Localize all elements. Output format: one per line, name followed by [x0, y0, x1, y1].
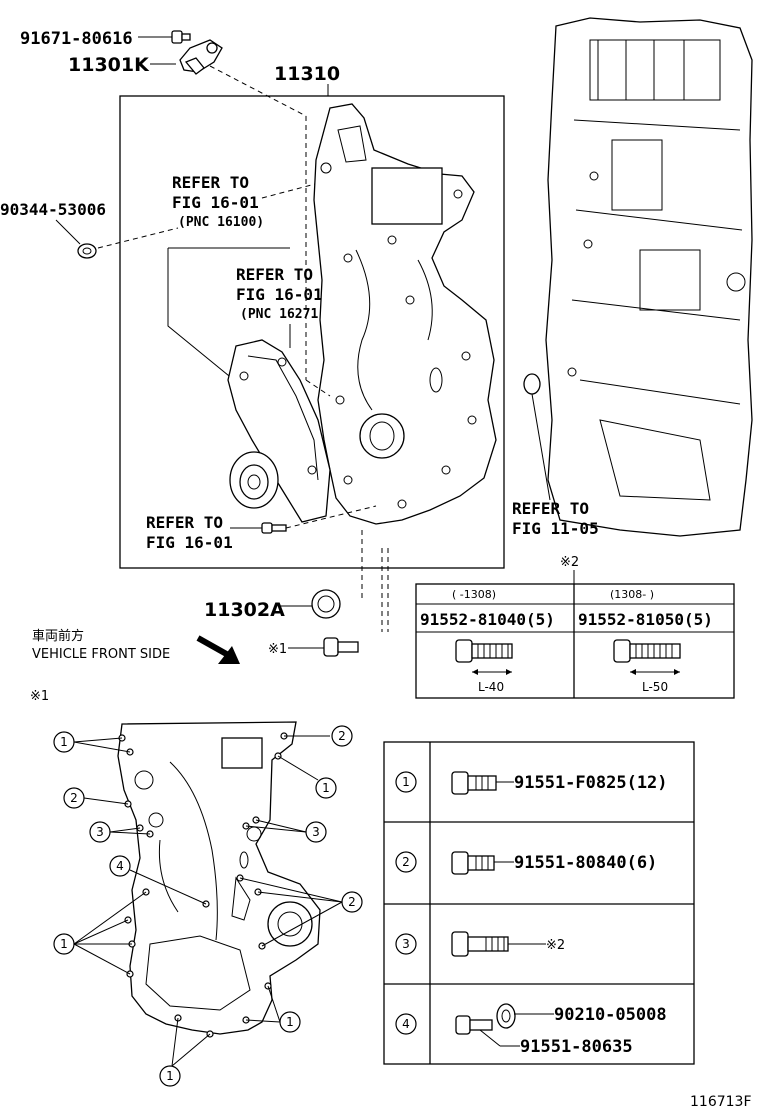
callout-2c: 2 [341, 891, 363, 913]
dash-ref3 [285, 505, 377, 529]
ref4-line2: FIG 11-05 [512, 519, 599, 538]
small-bolt-ref3-icon [261, 522, 287, 534]
mark2-col2-range: (1308- ) [610, 588, 654, 601]
svg-text:2: 2 [338, 729, 346, 743]
ref1-line1: REFER TO [172, 173, 249, 192]
timing-cover-drawing [313, 103, 497, 525]
water-pump-drawing [227, 339, 331, 523]
mark2-table [415, 583, 735, 699]
mark1-heading: ※1 [30, 689, 49, 704]
leader-ref4 [531, 393, 551, 501]
ref3-line1: REFER TO [146, 513, 223, 532]
callout-4: 4 [109, 855, 131, 877]
label-bolt-top: 91671-80616 [20, 29, 133, 49]
mark2-label: ※2 [560, 555, 579, 570]
long-bolt-icon [451, 931, 509, 957]
ref1-line3: (PNC 16100) [178, 215, 264, 230]
row4-part-bolt: 91551-80635 [520, 1037, 633, 1057]
table-row-4: 4 90210-05008 91551-80635 [395, 1003, 667, 1057]
callout-1c: 1 [53, 933, 75, 955]
svg-text:1: 1 [60, 735, 68, 749]
dash-sensor [209, 65, 307, 117]
cover-bolt-icon [323, 637, 359, 657]
callout-1d: 1 [279, 1011, 301, 1033]
svg-text:2: 2 [70, 791, 78, 805]
cover-frame [119, 95, 505, 569]
ref2-line3: (PNC 16271) [240, 307, 326, 322]
flange-bolt-icon [451, 851, 495, 875]
ref4-line1: REFER TO [512, 499, 589, 518]
mark2-col2-part: 91552-81050(5) [578, 610, 713, 629]
label-mark1: ※1 [268, 642, 287, 657]
callout-3a: 3 [89, 821, 111, 843]
ref3-line2: FIG 16-01 [146, 533, 233, 552]
ref2-line1: REFER TO [236, 265, 313, 284]
leader-ref1 [167, 248, 235, 381]
svg-text:1: 1 [322, 781, 330, 795]
callout-3b: 3 [305, 821, 327, 843]
engine-oring-icon [523, 373, 541, 395]
cam-sensor-icon [179, 39, 223, 75]
mark2-col2-len: L-50 [642, 680, 668, 694]
label-cover: 11310 [274, 63, 340, 85]
table-row-1: 1 91551-F0825(12) [395, 771, 668, 795]
flange-bolt-icon [451, 771, 497, 795]
callout-leaders [73, 735, 343, 1067]
svg-text:2: 2 [402, 855, 410, 869]
row4-part-washer: 90210-05008 [554, 1005, 667, 1025]
row2-part: 91551-80840(6) [514, 853, 657, 873]
table-row-2: 2 91551-80840(6) [395, 851, 657, 875]
dash-cover-2 [305, 379, 331, 397]
svg-text:3: 3 [402, 937, 410, 951]
front-arrow-icon [196, 635, 240, 664]
bolt-50-icon [613, 639, 681, 675]
leader-plug [55, 219, 81, 245]
callout-1e: 1 [159, 1065, 181, 1087]
label-plug: 90344-53006 [0, 200, 106, 219]
label-seal: 11302A [204, 599, 285, 621]
svg-text:4: 4 [116, 859, 124, 873]
callout-1a: 1 [53, 731, 75, 753]
svg-text:3: 3 [312, 825, 320, 839]
label-sensor: 11301K [68, 54, 150, 76]
row3-part: ※2 [546, 938, 565, 953]
small-bolt-icon [171, 30, 191, 44]
svg-text:1: 1 [402, 775, 410, 789]
bolt-table [383, 741, 695, 1065]
cover-outline-drawing [117, 721, 321, 1035]
svg-text:2: 2 [348, 895, 356, 909]
mark2-col1-range: ( -1308) [452, 588, 496, 601]
bolt-40-icon [455, 639, 513, 675]
svg-text:3: 3 [96, 825, 104, 839]
svg-text:4: 4 [402, 1017, 410, 1031]
oil-seal-icon [311, 589, 341, 619]
mark2-col1-len: L-40 [478, 680, 504, 694]
callout-2b: 2 [63, 787, 85, 809]
callout-2a: 2 [331, 725, 353, 747]
plug-icon [77, 243, 97, 259]
vehicle-front-jp: 車両前方 [32, 628, 84, 644]
engine-block-drawing [545, 17, 753, 537]
vehicle-front-en: VEHICLE FRONT SIDE [32, 647, 170, 662]
table-row-3: 3 ※2 [395, 931, 565, 957]
callout-1b: 1 [315, 777, 337, 799]
dash-plug [97, 227, 179, 249]
svg-text:1: 1 [286, 1015, 294, 1029]
ref1-line2: FIG 16-01 [172, 193, 259, 212]
ref2-line2: FIG 16-01 [236, 285, 323, 304]
row1-part: 91551-F0825(12) [514, 773, 668, 793]
diagram-id: 116713F [690, 1094, 752, 1110]
mark2-col1-part: 91552-81040(5) [420, 610, 555, 629]
bolt-with-washer-icon [455, 1003, 516, 1035]
svg-text:1: 1 [60, 937, 68, 951]
svg-text:1: 1 [166, 1069, 174, 1083]
